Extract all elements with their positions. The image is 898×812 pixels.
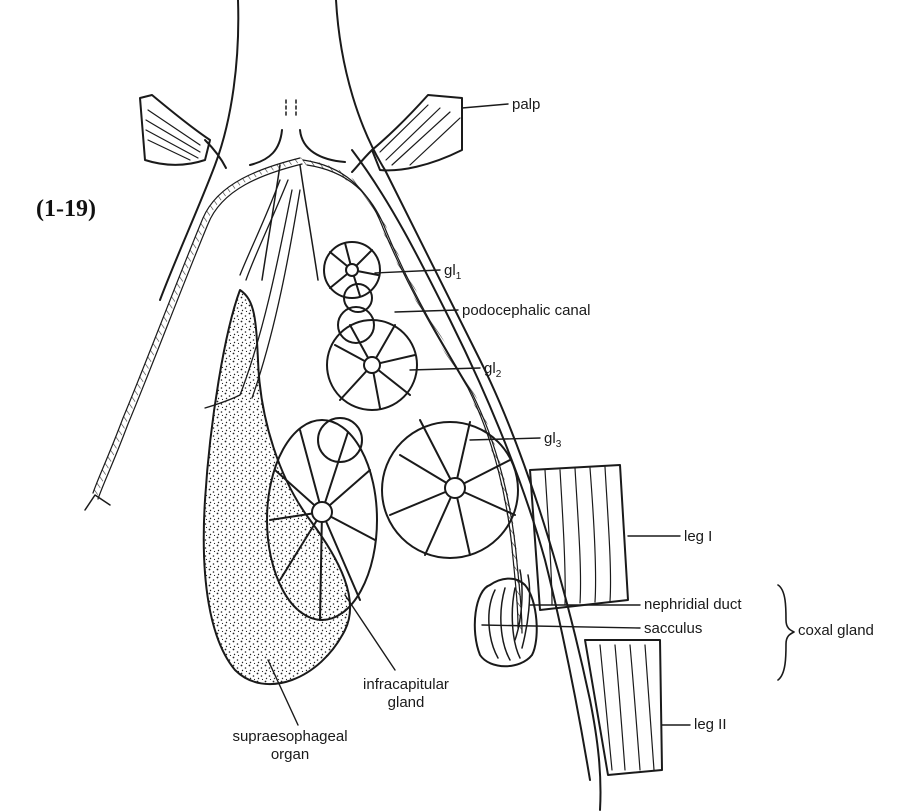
supraesophageal-organ	[204, 290, 350, 684]
label-coxal-gland: coxal gland	[798, 622, 874, 640]
label-palp: palp	[512, 96, 540, 114]
leg-two	[585, 640, 690, 775]
label-gl2-sub: 2	[496, 369, 502, 380]
body-outline-left	[160, 0, 238, 300]
label-infracapitular-line1: infracapitular	[346, 676, 466, 694]
label-podocephalic-canal: podocephalic canal	[462, 302, 590, 320]
label-gl2: gl2	[484, 360, 501, 384]
label-nephridial-duct: nephridial duct	[644, 596, 742, 614]
label-infracapitular-gland: infracapitular gland	[346, 676, 466, 712]
label-gl3: gl3	[544, 430, 561, 454]
left-palp	[140, 95, 226, 168]
label-leg-one: leg I	[684, 528, 712, 546]
label-supraesophageal-line1: supraesophageal	[220, 728, 360, 746]
label-gl2-base: gl	[484, 360, 496, 377]
label-infracapitular-line2: gland	[346, 694, 466, 712]
label-supraesophageal-organ: supraesophageal organ	[220, 728, 360, 764]
label-gl1: gl1	[444, 262, 461, 286]
label-leg-two: leg II	[694, 716, 727, 734]
label-gl1-base: gl	[444, 262, 456, 279]
figure-number: (1-19)	[36, 196, 96, 223]
label-gl3-sub: 3	[556, 439, 562, 450]
label-sacculus: sacculus	[644, 620, 702, 638]
label-gl1-sub: 1	[456, 271, 462, 282]
right-duct	[305, 162, 520, 630]
label-supraesophageal-line2: organ	[220, 746, 360, 764]
gland-gl3	[382, 420, 518, 558]
label-gl3-base: gl	[544, 430, 556, 447]
right-palp	[352, 95, 508, 172]
